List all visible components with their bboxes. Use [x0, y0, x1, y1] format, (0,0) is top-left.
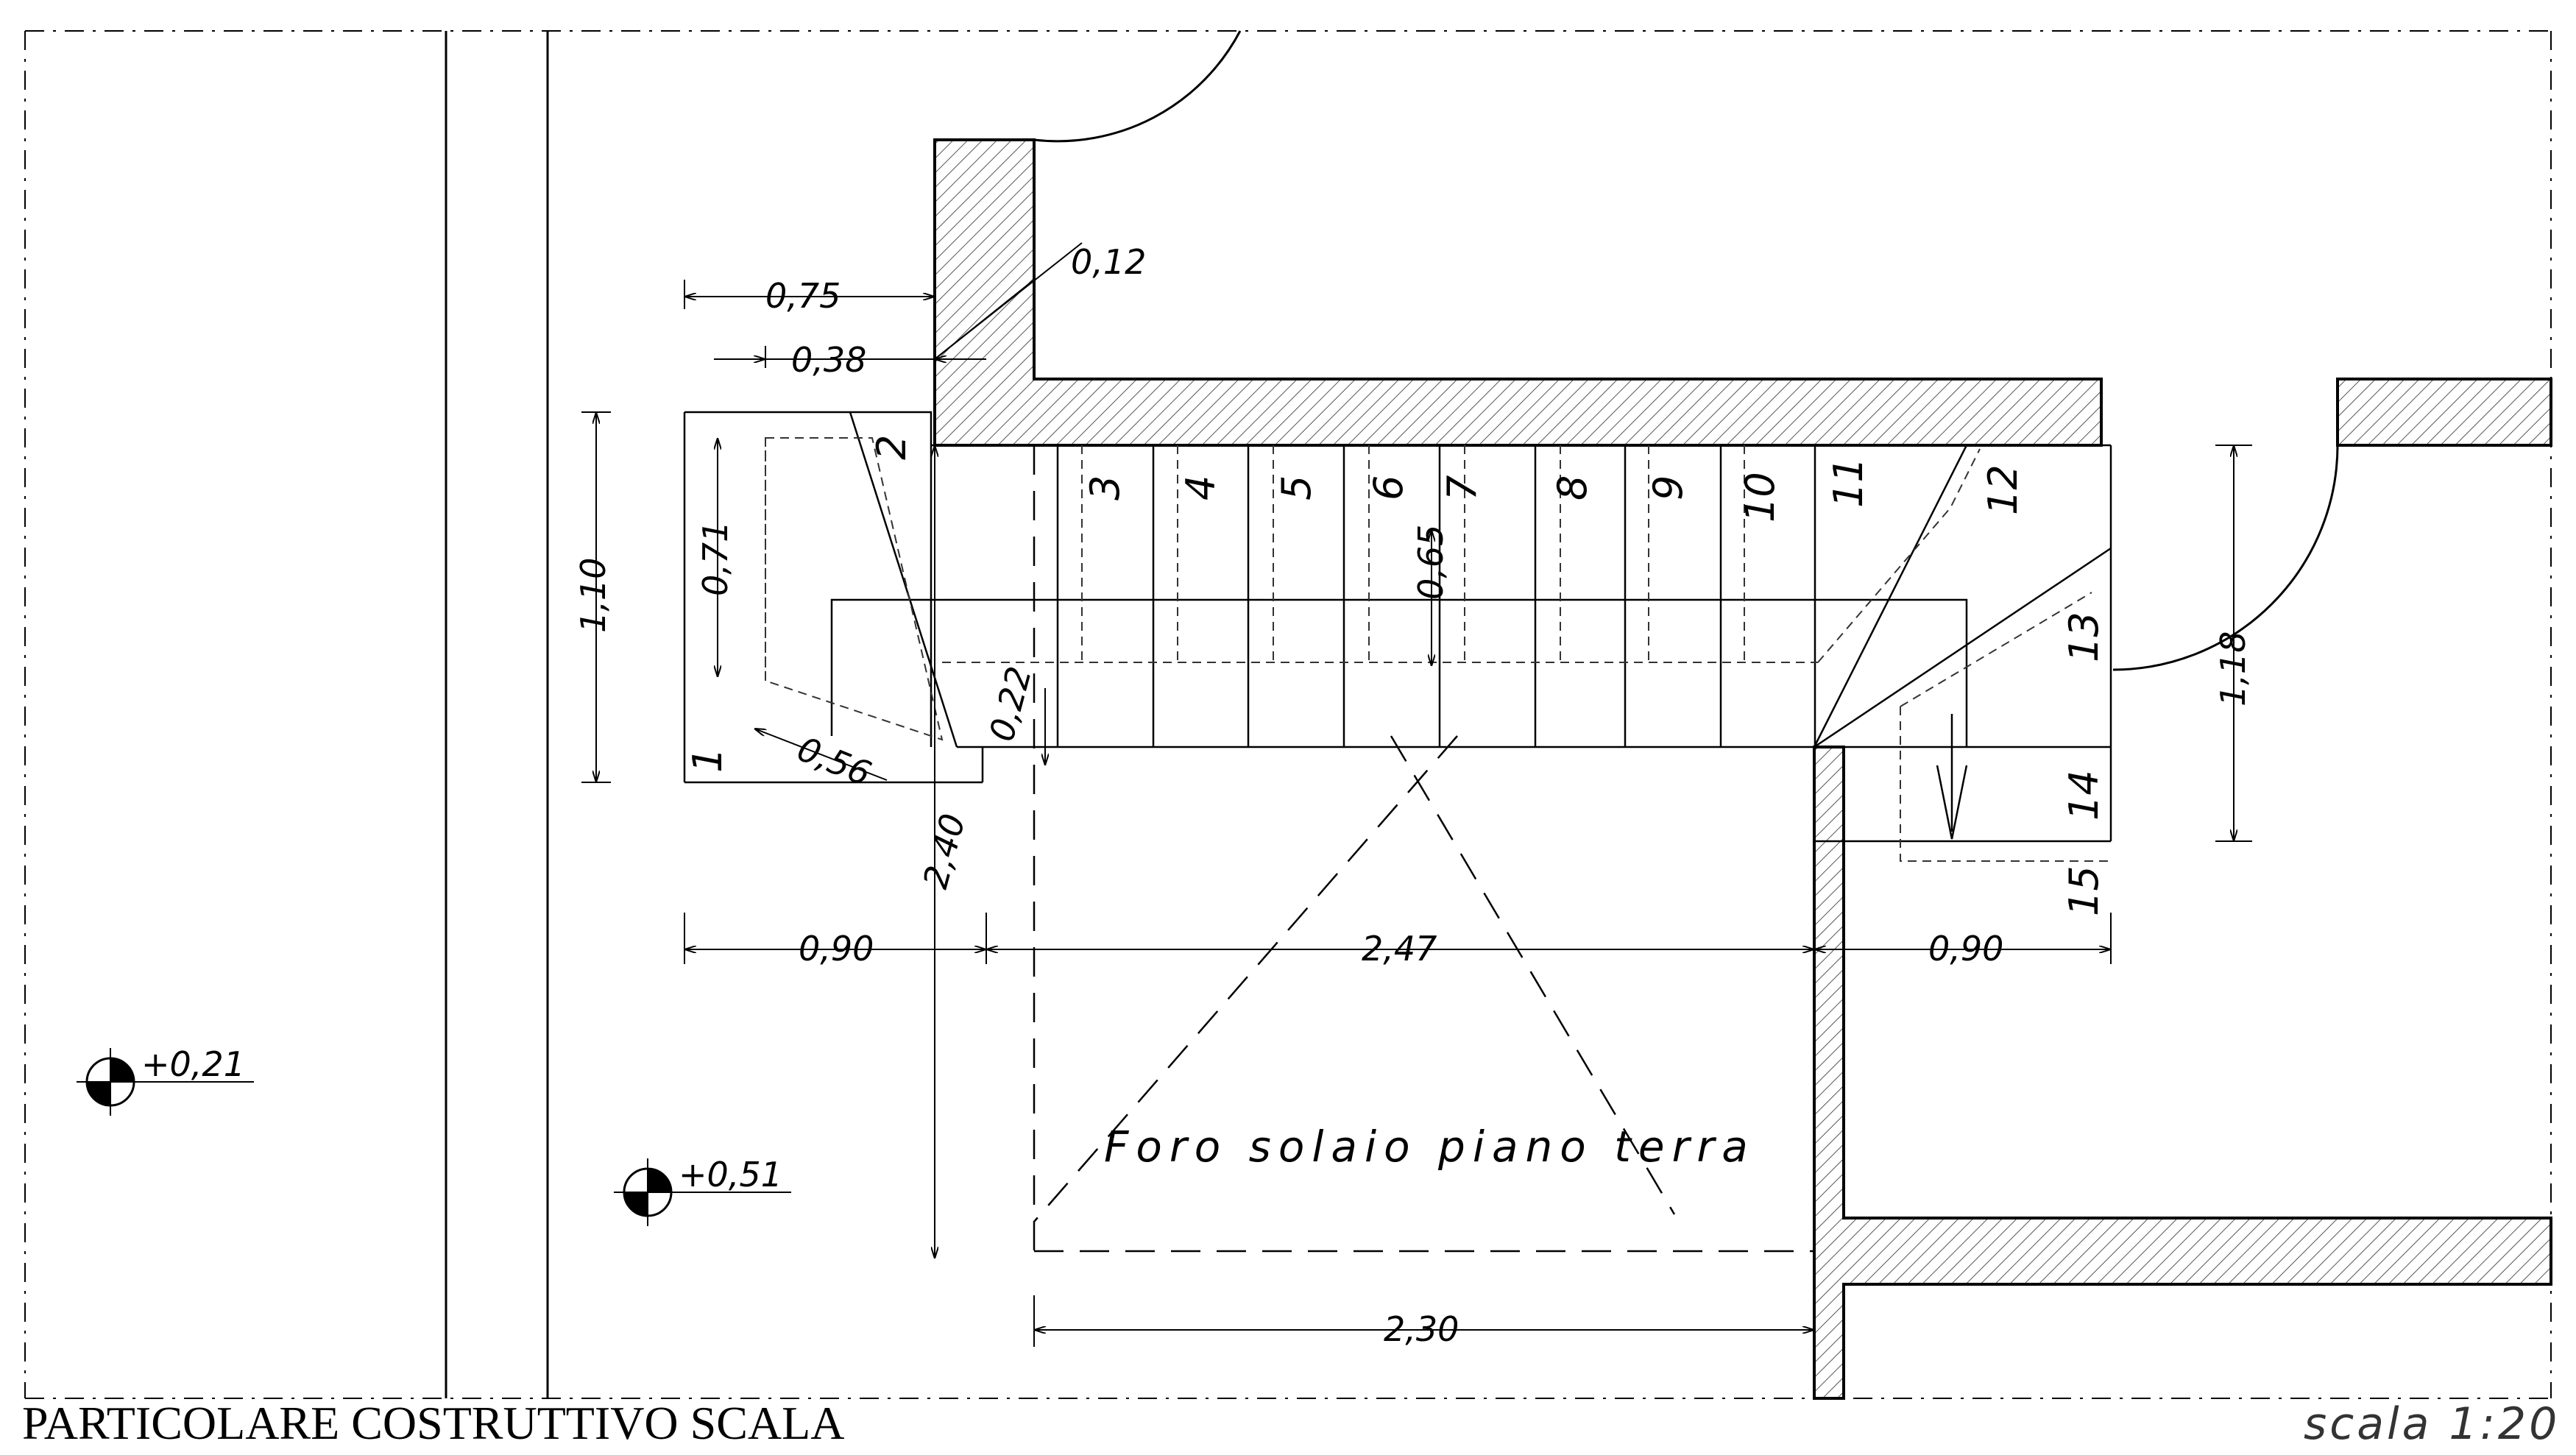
door-swings	[1033, 30, 2339, 671]
drawing-scale: scala 1:20	[2304, 1398, 2560, 1450]
step-3: 3	[1082, 475, 1128, 500]
step-12: 12	[1980, 464, 2026, 515]
step-1: 1	[684, 748, 731, 773]
dim-0-75: 0,75	[765, 276, 841, 316]
level-marker-2: +0,51	[614, 1155, 791, 1226]
dim-1-18: 1,18	[2213, 631, 2253, 707]
step-4: 4	[1178, 475, 1224, 500]
dim-0-71: 0,71	[696, 521, 735, 596]
step-6: 6	[1365, 475, 1412, 500]
step-13: 13	[2061, 612, 2107, 662]
floor-opening-label: Foro solaio piano terra	[1104, 1122, 1755, 1172]
dim-2-40: 2,40	[915, 810, 973, 893]
dim-0-90-left: 0,90	[799, 929, 874, 969]
dim-0-56: 0,56	[792, 729, 877, 793]
door-arc-right	[2112, 445, 2339, 671]
wall-upper-l	[933, 138, 2103, 447]
step-2: 2	[868, 435, 915, 460]
drawing-title: PARTICOLARE COSTRUTTIVO SCALA	[22, 1397, 844, 1449]
hidden-lines	[765, 437, 2111, 862]
dim-0-38: 0,38	[791, 340, 866, 380]
step-5: 5	[1273, 475, 1320, 500]
dim-1-10: 1,10	[573, 558, 613, 633]
step-numbers: 1 2 3 4 5 6 7 8 9 10 11 12 13 14 15	[684, 435, 2107, 916]
dim-0-65: 0,65	[1411, 525, 1451, 600]
dim-0-12: 0,12	[1071, 242, 1146, 282]
walls	[933, 138, 2552, 1400]
step-10: 10	[1737, 472, 1783, 523]
wall-lower-right	[1813, 746, 2552, 1400]
level-1-label: +0,21	[141, 1044, 245, 1084]
step-11: 11	[1825, 457, 1872, 508]
dim-0-90-right: 0,90	[1928, 929, 2003, 969]
step-9: 9	[1645, 475, 1691, 500]
direction-arrow	[1936, 714, 1968, 840]
floor-opening	[1033, 445, 1814, 1253]
dimension-lines	[581, 242, 2252, 1347]
dim-0-22: 0,22	[981, 662, 1039, 746]
wall-upper-right	[2336, 378, 2552, 447]
dimension-labels: 0,75 0,38 0,12 1,10 0,71 0,56 0,22 0,65 …	[573, 242, 2253, 1349]
step-14: 14	[2061, 770, 2107, 821]
level-marker-1: +0,21	[77, 1044, 254, 1116]
dim-2-47: 2,47	[1362, 929, 1437, 969]
door-arc-top	[1033, 30, 1242, 143]
step-15: 15	[2061, 865, 2107, 916]
sheet-frame	[24, 30, 2552, 1399]
dim-2-30: 2,30	[1384, 1309, 1459, 1349]
step-7: 7	[1439, 475, 1485, 500]
left-wall-lines	[445, 31, 549, 1398]
step-8: 8	[1549, 475, 1596, 500]
level-2-label: +0,51	[679, 1155, 782, 1194]
